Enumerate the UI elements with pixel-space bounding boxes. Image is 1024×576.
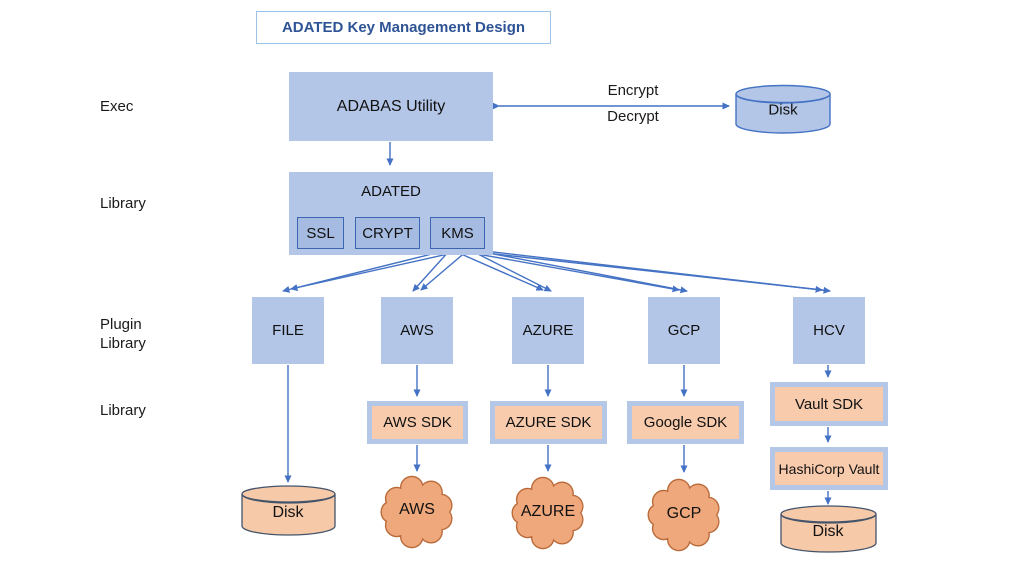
hcv-plugin-box: HCV: [793, 297, 865, 364]
arrow-kms-to-aws-2: [420, 249, 469, 291]
aws-plugin-box: AWS: [381, 297, 453, 364]
row-label-library-top: Library: [100, 195, 146, 212]
decrypt-edge-label: Decrypt: [607, 108, 659, 125]
disk-cylinder-file: [241, 485, 336, 536]
gcp-cloud-label: GCP: [666, 505, 702, 522]
aws-sdk-box: AWS SDK: [367, 401, 468, 444]
row-label-plugin-library: Plugin Library: [100, 316, 146, 352]
adabas-utility-box: ADABAS Utility: [289, 72, 493, 141]
arrow-kms-to-aws: [412, 249, 451, 292]
arrow-kms-to-file-2: [290, 249, 467, 292]
row-label-library-bottom: Library: [100, 402, 146, 419]
diagram-title: ADATED Key Management Design: [256, 11, 551, 44]
adated-label: ADATED: [361, 182, 421, 200]
arrow-kms-to-azure-2: [469, 249, 552, 292]
top-disk-label: Disk: [768, 101, 798, 119]
ssl-module-box: SSL: [297, 217, 344, 249]
azure-plugin-box: AZURE: [512, 297, 584, 364]
arrow-kms-to-gcp-2: [472, 249, 688, 294]
arrow-kms-to-azure: [451, 249, 544, 291]
aws-cloud-label: AWS: [399, 501, 435, 518]
disk-cylinder-top: [735, 84, 831, 134]
disk-cylinder-hcv: [780, 505, 877, 553]
file-disk-label: Disk: [272, 504, 304, 521]
crypt-module-box: CRYPT: [355, 217, 420, 249]
arrow-kms-to-hcv-2: [475, 249, 831, 294]
hashicorp-vault-box: HashiCorp Vault: [770, 447, 888, 490]
encrypt-edge-label: Encrypt: [607, 82, 659, 99]
hcv-disk-label: Disk: [812, 523, 844, 540]
google-sdk-box: Google SDK: [627, 401, 744, 444]
vault-sdk-box: Vault SDK: [770, 382, 888, 426]
kms-module-box: KMS: [430, 217, 485, 249]
gcp-plugin-box: GCP: [648, 297, 720, 364]
arrow-kms-to-gcp: [454, 249, 680, 293]
azure-cloud-label: AZURE: [520, 503, 576, 520]
file-plugin-box: FILE: [252, 297, 324, 364]
azure-sdk-box: AZURE SDK: [490, 401, 607, 444]
row-label-exec: Exec: [100, 98, 134, 115]
